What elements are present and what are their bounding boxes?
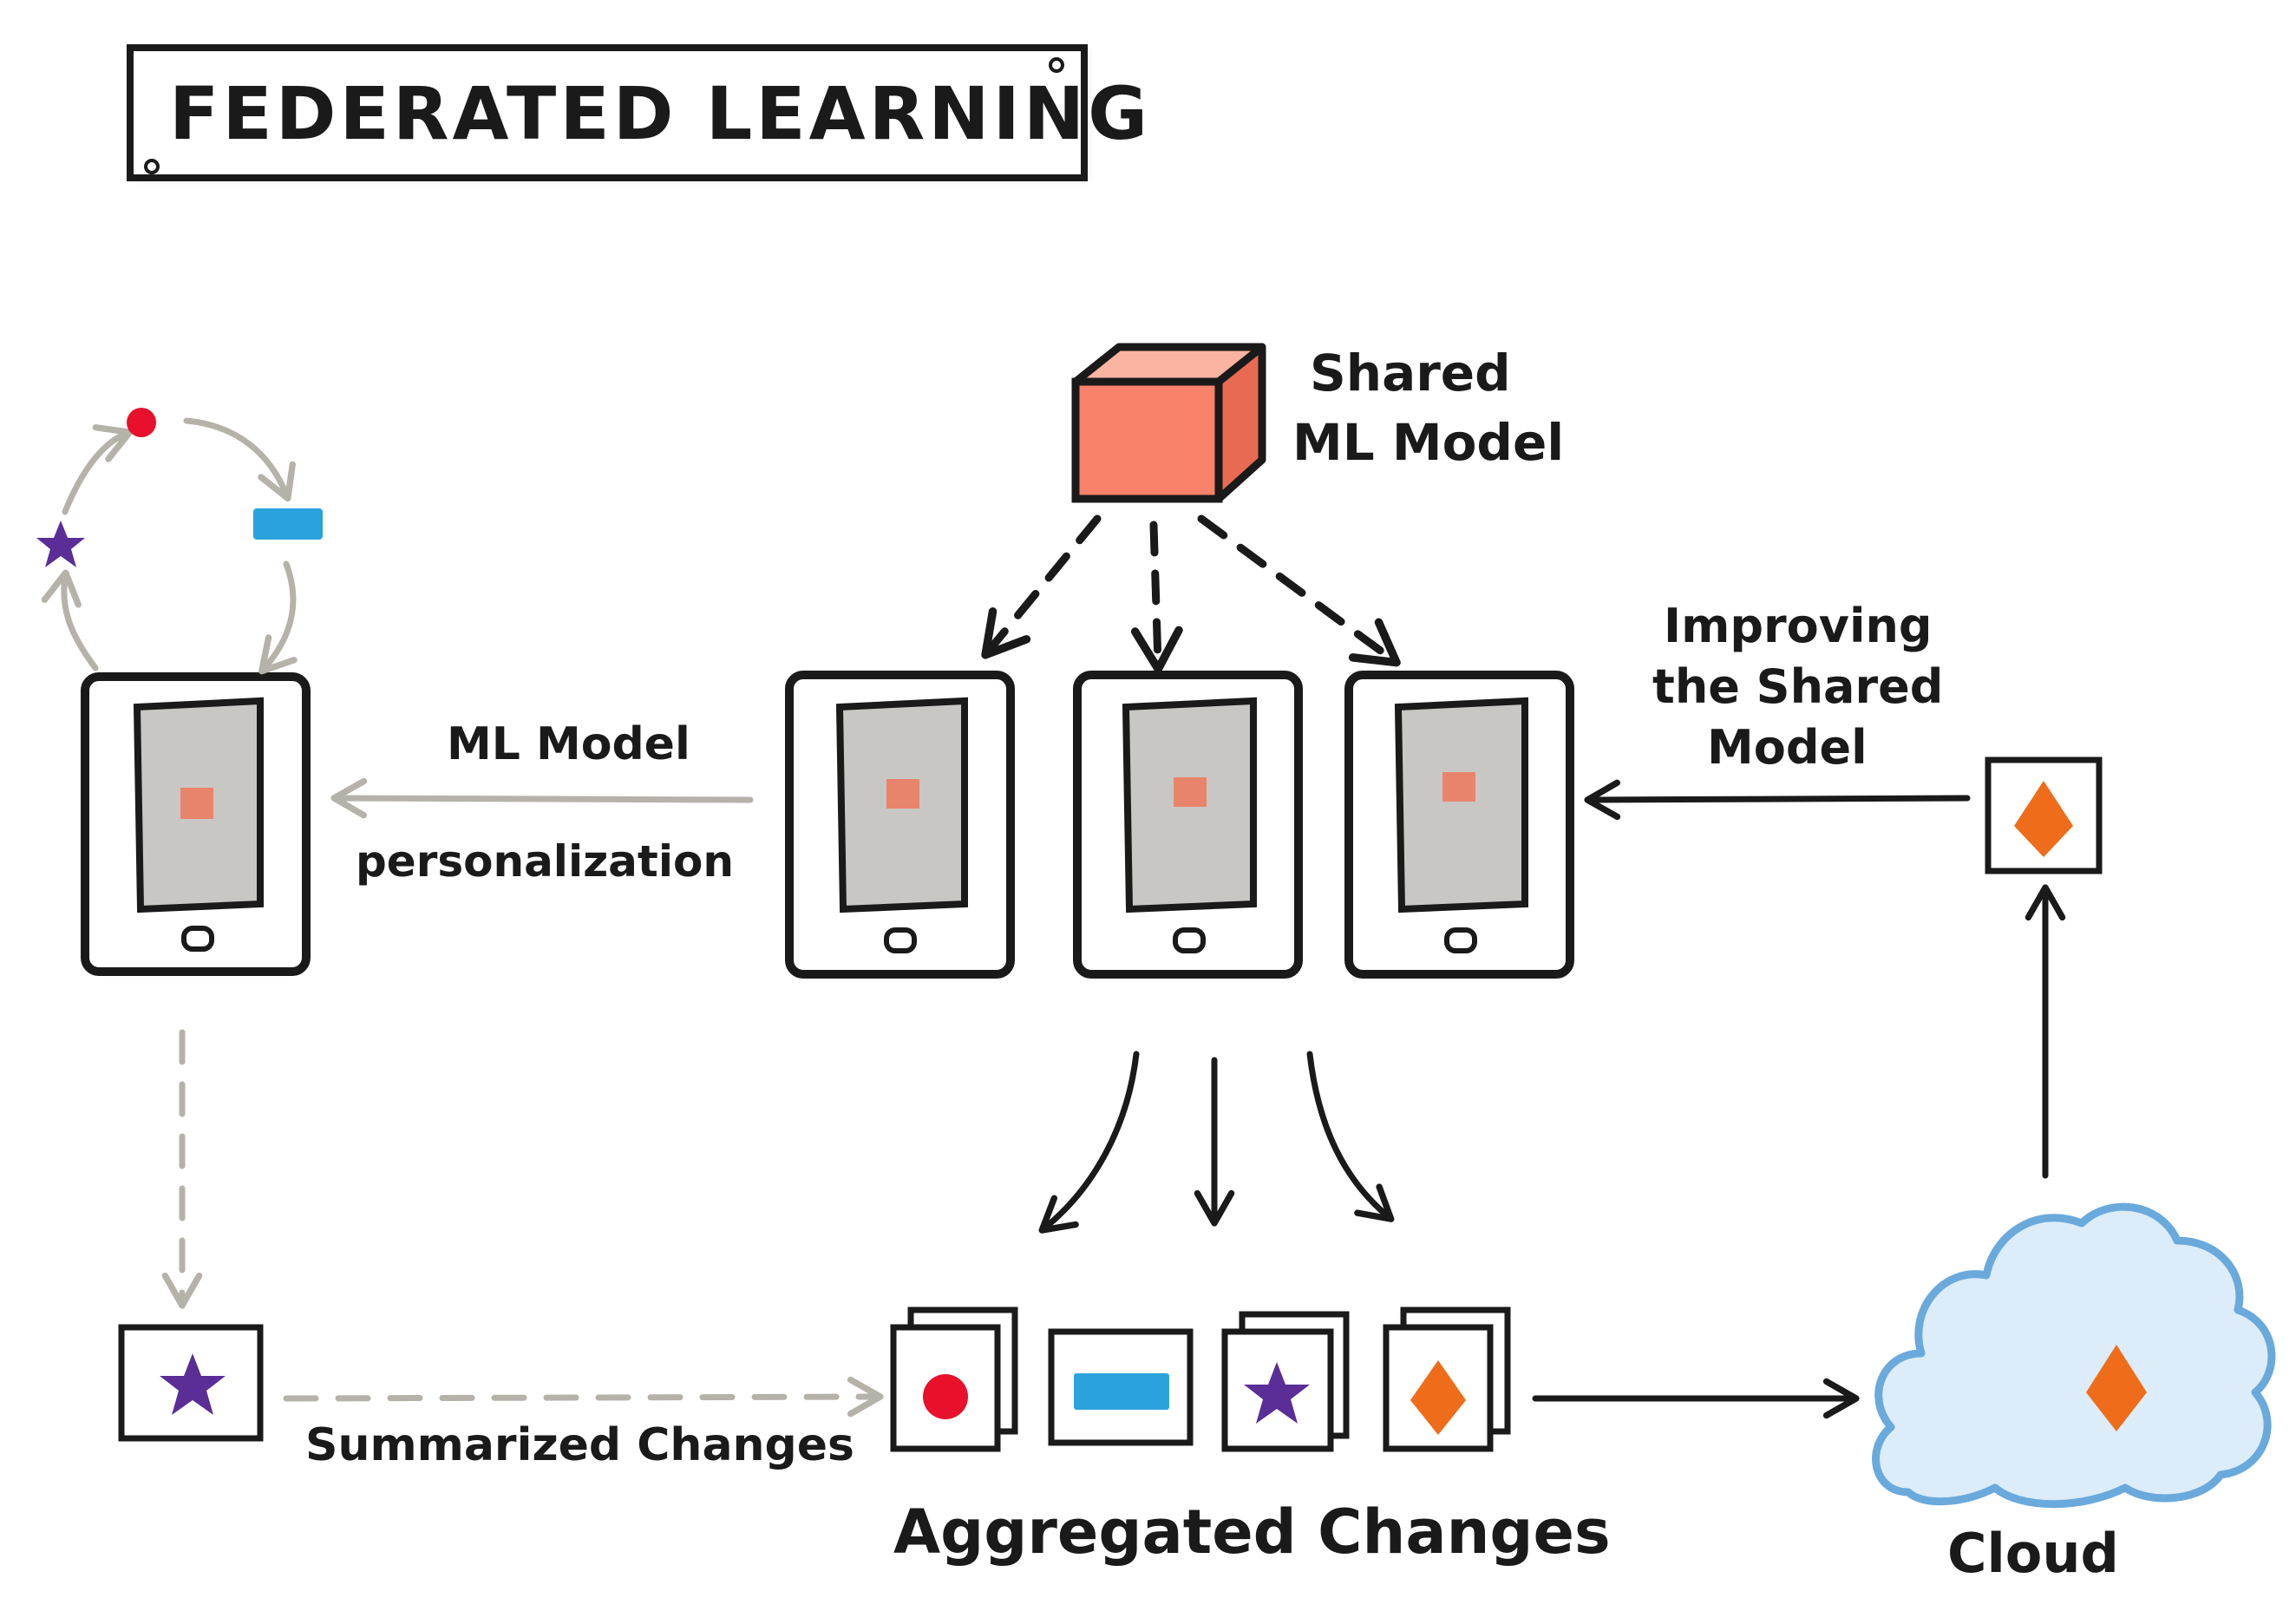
orange-diamond-icon <box>2086 1345 2147 1431</box>
aggregated-changes-label: Aggregated Changes <box>893 1496 1611 1568</box>
summarized-changes-label: Summarized Changes <box>305 1419 854 1471</box>
phone-2 <box>1073 671 1303 979</box>
screw-icon <box>1049 57 1064 73</box>
personalization-arrow <box>330 777 754 819</box>
shared-model-label-line1: Shared <box>1310 344 1511 403</box>
page-title: FEDERATED LEARNING <box>169 71 1151 156</box>
home-button-icon <box>1444 927 1477 953</box>
purple-star-icon <box>1244 1362 1310 1424</box>
model-chip-icon <box>886 779 919 809</box>
loop-arrow-3 <box>183 417 296 502</box>
aggregated-card-star <box>1221 1311 1350 1452</box>
distribute-arrow-left <box>981 514 1102 659</box>
improving-label-line3: Model <box>1707 720 1868 775</box>
blue-bar-icon <box>1074 1373 1169 1410</box>
improve-arrow <box>1584 779 1971 821</box>
home-button-icon <box>1173 927 1206 953</box>
distribute-arrow-right <box>1197 514 1401 667</box>
red-dot-icon <box>127 408 156 437</box>
aggregate-arrow-right <box>1306 1051 1395 1222</box>
improving-label-line1: Improving <box>1664 599 1933 653</box>
cloud-label: Cloud <box>1947 1522 2119 1585</box>
aggregated-card-blue <box>1048 1328 1194 1446</box>
purple-star-icon <box>36 521 85 567</box>
orange-diamond-icon <box>1410 1360 1466 1435</box>
red-dot-icon <box>923 1374 968 1419</box>
loop-arrow-1 <box>41 569 99 671</box>
phone-3 <box>1344 671 1574 979</box>
aggregated-card-red <box>890 1306 1018 1452</box>
title-plaque: FEDERATED LEARNING <box>127 44 1151 181</box>
personalization-label: personalization <box>356 836 734 887</box>
screw-icon <box>144 159 160 174</box>
home-button-icon <box>884 927 917 953</box>
model-chip-icon <box>1442 772 1475 802</box>
orange-diamond-icon <box>2014 781 2073 857</box>
update-card <box>1985 756 2103 874</box>
distribute-arrow-middle <box>1130 521 1183 674</box>
loop-arrow-4 <box>258 560 298 675</box>
personal-phone <box>81 672 311 976</box>
model-chip-icon <box>180 788 213 819</box>
cloud-icon <box>1872 1202 2276 1509</box>
purple-star-icon <box>160 1353 226 1415</box>
model-chip-icon <box>1174 777 1207 807</box>
aggregated-card-diamond <box>1383 1306 1511 1452</box>
improving-label-line2: the Shared <box>1652 659 1943 714</box>
shared-model-label-line2: ML Model <box>1292 413 1564 472</box>
loop-arrow-2 <box>62 424 134 515</box>
blue-bar-icon <box>253 508 323 540</box>
summarized-card <box>118 1324 264 1442</box>
send-changes-arrow <box>283 1376 884 1418</box>
aggregate-arrow-left <box>1038 1051 1140 1234</box>
home-button-icon <box>181 926 214 952</box>
cube-icon <box>1071 343 1266 503</box>
ml-model-label: ML Model <box>447 718 690 770</box>
phone-1 <box>785 671 1015 979</box>
